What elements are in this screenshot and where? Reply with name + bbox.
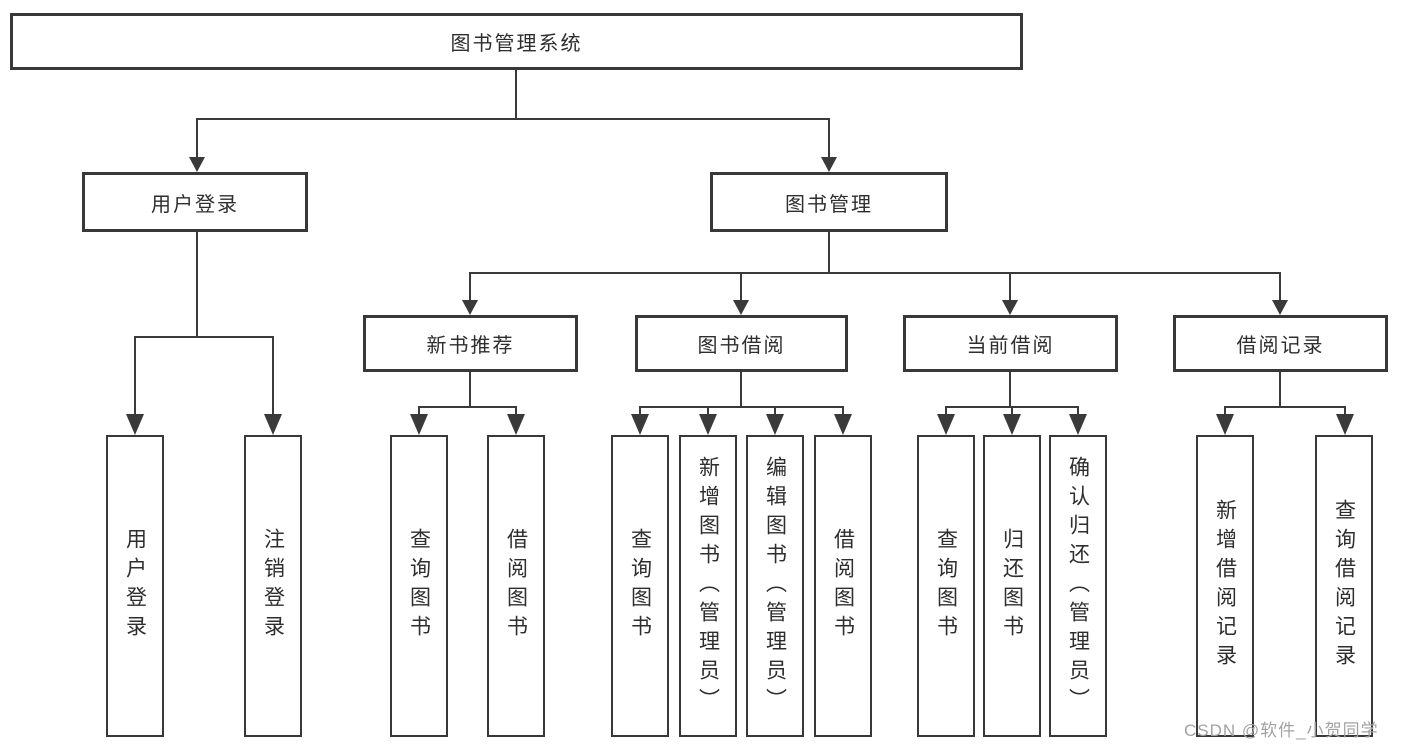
connector-line xyxy=(828,118,830,162)
node-book-management: 图书管理 xyxy=(710,172,948,232)
arrowhead-icon xyxy=(1069,414,1087,435)
connector-line xyxy=(1225,406,1345,408)
connector-line xyxy=(515,70,517,120)
arrowhead-icon xyxy=(699,414,717,435)
leaf-query-borrow-record: 查询借阅记录 xyxy=(1315,435,1373,737)
arrowhead-icon xyxy=(1002,300,1018,315)
connector-line xyxy=(1009,372,1011,408)
connector-line xyxy=(419,406,517,408)
connector-line xyxy=(470,272,1280,274)
arrowhead-icon xyxy=(462,300,478,315)
connector-line xyxy=(842,406,844,418)
connector-line xyxy=(134,336,136,416)
connector-line xyxy=(774,406,776,418)
connector-line xyxy=(945,406,947,418)
connector-line xyxy=(469,272,471,302)
connector-line xyxy=(740,272,742,302)
connector-line xyxy=(1224,406,1226,418)
leaf-borrow-books: 借阅图书 xyxy=(814,435,872,737)
leaf-user-login: 用户登录 xyxy=(106,435,164,737)
arrowhead-icon xyxy=(1272,300,1288,315)
connector-line xyxy=(418,406,420,418)
arrowhead-icon xyxy=(766,414,784,435)
arrowhead-icon xyxy=(264,414,282,435)
connector-line xyxy=(196,118,198,162)
arrowhead-icon xyxy=(1003,414,1021,435)
node-current-borrow: 当前借阅 xyxy=(903,315,1118,372)
connector-line xyxy=(196,232,198,336)
connector-line xyxy=(639,406,641,418)
leaf-confirm-return-admin: 确认归还（管理员） xyxy=(1049,435,1107,737)
leaf-edit-book-admin: 编辑图书（管理员） xyxy=(746,435,804,737)
connector-line xyxy=(272,336,274,416)
node-book-borrow: 图书借阅 xyxy=(635,315,848,372)
leaf-query-books-current: 查询图书 xyxy=(917,435,975,737)
node-new-book-recommend: 新书推荐 xyxy=(363,315,578,372)
connector-line xyxy=(515,406,517,418)
arrowhead-icon xyxy=(189,157,205,172)
leaf-borrow-books-recommend: 借阅图书 xyxy=(487,435,545,737)
connector-line xyxy=(1344,406,1346,418)
node-library-system: 图书管理系统 xyxy=(10,13,1023,70)
connector-line xyxy=(1011,406,1013,418)
arrowhead-icon xyxy=(631,414,649,435)
arrowhead-icon xyxy=(126,414,144,435)
connector-line xyxy=(1279,372,1281,408)
connector-line xyxy=(1009,272,1011,302)
connector-line xyxy=(469,372,471,408)
connector-line xyxy=(135,336,273,338)
leaf-logout: 注销登录 xyxy=(244,435,302,737)
connector-line xyxy=(196,118,830,120)
connector-line xyxy=(707,406,709,418)
node-borrow-record: 借阅记录 xyxy=(1173,315,1388,372)
arrowhead-icon xyxy=(1216,414,1234,435)
arrowhead-icon xyxy=(834,414,852,435)
leaf-query-books-borrow: 查询图书 xyxy=(611,435,669,737)
connector-line xyxy=(1077,406,1079,418)
arrowhead-icon xyxy=(507,414,525,435)
arrowhead-icon xyxy=(733,300,749,315)
arrowhead-icon xyxy=(937,414,955,435)
leaf-query-books-recommend: 查询图书 xyxy=(390,435,448,737)
connector-line xyxy=(1279,272,1281,302)
connector-line xyxy=(828,232,830,274)
watermark: CSDN @软件_小贺同学 xyxy=(1184,721,1379,740)
node-user-login: 用户登录 xyxy=(82,172,308,232)
connector-line xyxy=(740,372,742,408)
arrowhead-icon xyxy=(1336,414,1354,435)
leaf-return-books: 归还图书 xyxy=(983,435,1041,737)
arrowhead-icon xyxy=(410,414,428,435)
connector-line xyxy=(640,406,843,408)
leaf-add-book-admin: 新增图书（管理员） xyxy=(679,435,737,737)
leaf-add-borrow-record: 新增借阅记录 xyxy=(1196,435,1254,737)
arrowhead-icon xyxy=(821,157,837,172)
